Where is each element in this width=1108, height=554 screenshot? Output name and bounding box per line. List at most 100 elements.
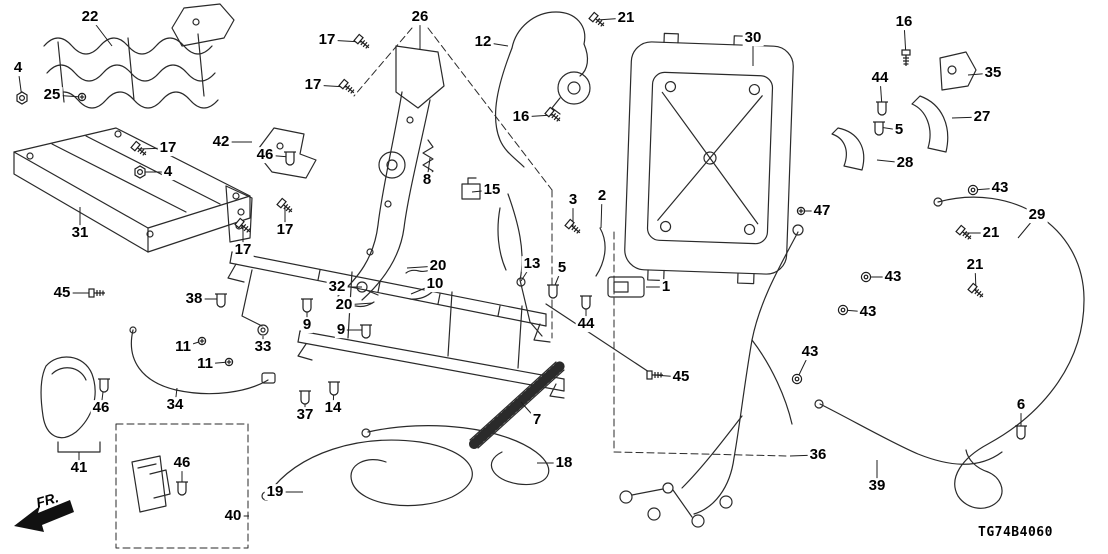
callout-14[interactable]: 14 — [322, 399, 344, 417]
bolt-icon — [353, 33, 370, 49]
callout-44[interactable]: 44 — [869, 69, 891, 87]
clip-icon — [299, 390, 311, 405]
callout-28[interactable]: 28 — [894, 154, 916, 172]
callout-39[interactable]: 39 — [866, 477, 888, 495]
nut-icon — [16, 91, 28, 105]
callout-36[interactable]: 36 — [807, 446, 829, 464]
callout-43[interactable]: 43 — [989, 179, 1011, 197]
callout-43[interactable]: 43 — [799, 343, 821, 361]
callout-44[interactable]: 44 — [575, 315, 597, 333]
callout-17[interactable]: 17 — [316, 31, 338, 49]
clip-icon — [547, 284, 559, 299]
clip-icon — [1015, 425, 1027, 440]
callout-41[interactable]: 41 — [68, 459, 90, 477]
callout-21[interactable]: 21 — [964, 256, 986, 274]
callout-26[interactable]: 26 — [409, 8, 431, 26]
callout-13[interactable]: 13 — [521, 255, 543, 273]
callout-27[interactable]: 27 — [971, 108, 993, 126]
grommet-icon — [967, 184, 979, 196]
callout-16[interactable]: 16 — [510, 108, 532, 126]
bolt-icon — [234, 217, 251, 233]
callout-11[interactable]: 11 — [195, 355, 215, 373]
callout-32[interactable]: 32 — [326, 278, 348, 296]
callout-3[interactable]: 3 — [566, 191, 580, 209]
callout-21[interactable]: 21 — [980, 224, 1002, 242]
callout-1[interactable]: 1 — [659, 278, 673, 296]
callout-45[interactable]: 45 — [670, 368, 692, 386]
callout-11[interactable]: 11 — [173, 338, 193, 356]
callout-43[interactable]: 43 — [857, 303, 879, 321]
callout-9[interactable]: 9 — [334, 321, 348, 339]
clip-icon — [301, 298, 313, 313]
callout-37[interactable]: 37 — [294, 406, 316, 424]
clip-icon — [876, 101, 888, 116]
part-30-back-panel — [624, 32, 794, 285]
part-12-cable-and-motor — [494, 11, 591, 168]
callout-16[interactable]: 16 — [893, 13, 915, 31]
callout-10[interactable]: 10 — [424, 275, 446, 293]
callout-33[interactable]: 33 — [252, 338, 274, 356]
part-22-spring-mat — [43, 3, 235, 109]
callout-17[interactable]: 17 — [274, 221, 296, 239]
clip-icon — [215, 293, 227, 308]
grommet-icon — [860, 271, 872, 283]
callout-20[interactable]: 20 — [427, 257, 449, 275]
callout-40[interactable]: 40 — [222, 507, 244, 525]
bolt-icon — [967, 282, 984, 298]
callout-22[interactable]: 22 — [79, 8, 101, 26]
callout-15[interactable]: 15 — [481, 181, 503, 199]
callout-25[interactable]: 25 — [41, 86, 63, 104]
callout-9[interactable]: 9 — [300, 316, 314, 334]
bolt-icon — [88, 288, 105, 298]
callout-42[interactable]: 42 — [210, 133, 232, 151]
callout-18[interactable]: 18 — [553, 454, 575, 472]
screw-icon — [224, 357, 234, 367]
part-15-bracket — [461, 177, 481, 200]
callout-31[interactable]: 31 — [69, 224, 91, 242]
callout-30[interactable]: 30 — [742, 29, 764, 47]
callout-7[interactable]: 7 — [530, 411, 544, 429]
callout-43[interactable]: 43 — [882, 268, 904, 286]
clip-icon — [98, 378, 110, 393]
grommet-icon — [791, 373, 803, 385]
callout-21[interactable]: 21 — [615, 9, 637, 27]
callout-17[interactable]: 17 — [232, 241, 254, 259]
bolt-icon — [544, 106, 561, 122]
callout-38[interactable]: 38 — [183, 290, 205, 308]
callout-17[interactable]: 17 — [302, 76, 324, 94]
callout-46[interactable]: 46 — [254, 146, 276, 164]
guide-lines — [353, 27, 789, 457]
callout-5[interactable]: 5 — [892, 121, 906, 139]
clip-icon — [360, 324, 372, 339]
screw-icon — [197, 336, 207, 346]
callout-46[interactable]: 46 — [90, 399, 112, 417]
callout-4[interactable]: 4 — [11, 59, 25, 77]
callout-45[interactable]: 45 — [51, 284, 73, 302]
bolt-icon — [338, 78, 355, 94]
clip-icon — [873, 121, 885, 136]
part-31-base-frame — [13, 127, 253, 253]
callout-46[interactable]: 46 — [171, 454, 193, 472]
callout-4[interactable]: 4 — [161, 163, 175, 181]
callout-20[interactable]: 20 — [333, 296, 355, 314]
right-side-brackets — [831, 51, 977, 171]
callout-29[interactable]: 29 — [1026, 206, 1048, 224]
callout-8[interactable]: 8 — [420, 171, 434, 189]
callout-19[interactable]: 19 — [264, 483, 286, 501]
nut-icon — [134, 165, 146, 179]
clip-icon — [580, 295, 592, 310]
callout-2[interactable]: 2 — [595, 187, 609, 205]
callout-5[interactable]: 5 — [555, 259, 569, 277]
callout-47[interactable]: 47 — [811, 202, 833, 220]
callout-17[interactable]: 17 — [157, 139, 179, 157]
callout-34[interactable]: 34 — [164, 396, 186, 414]
clip-icon — [176, 481, 188, 496]
bolt-icon — [901, 49, 911, 66]
callout-35[interactable]: 35 — [982, 64, 1004, 82]
callout-6[interactable]: 6 — [1014, 396, 1028, 414]
bolt-icon — [588, 11, 605, 27]
grommet-icon — [837, 304, 849, 316]
seat-rail-assembly — [227, 251, 565, 399]
callout-12[interactable]: 12 — [472, 33, 494, 51]
